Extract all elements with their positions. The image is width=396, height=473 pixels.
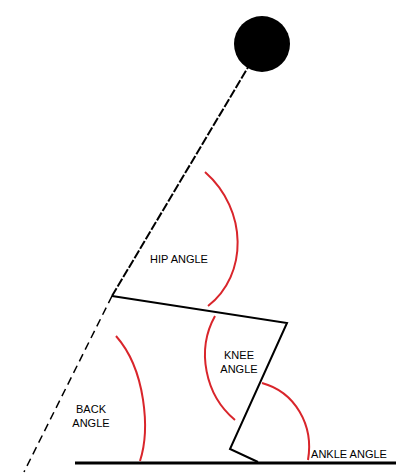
- ankle-arc: [262, 383, 309, 460]
- angle-label: KNEE ANGLE: [218, 348, 260, 376]
- angle-label: HIP ANGLE: [144, 252, 214, 266]
- head: [234, 16, 290, 72]
- hip-arc: [205, 172, 238, 306]
- angle-label: ANKLE ANGLE: [306, 447, 392, 461]
- angle-label: BACK ANGLE: [70, 402, 112, 430]
- back-arc: [116, 336, 145, 461]
- back-extension: [24, 296, 112, 472]
- ground-line: [75, 462, 396, 465]
- leg-line: [112, 296, 287, 462]
- torso-line: [112, 64, 250, 296]
